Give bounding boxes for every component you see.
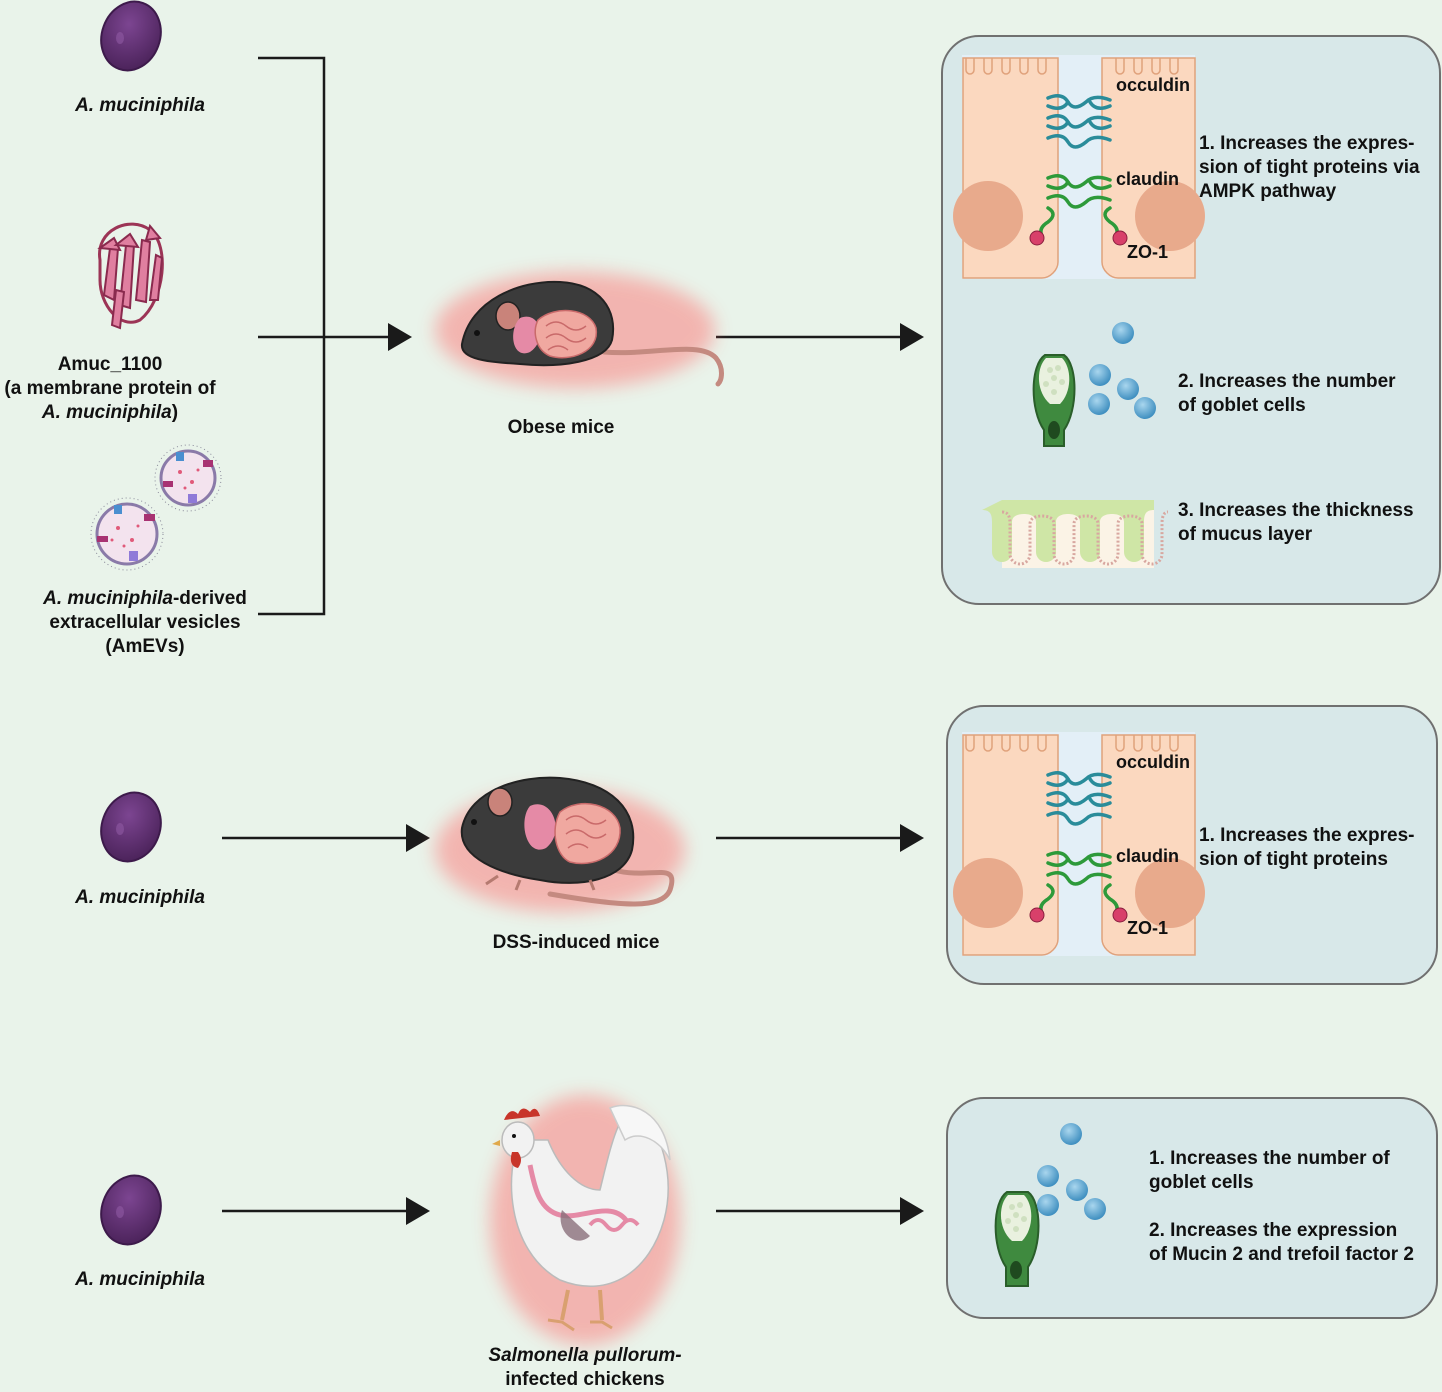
akk-label-2: A. muciniphila (75, 887, 205, 908)
mucin-ball-icon (1037, 1123, 1106, 1220)
arrow-icon (716, 824, 924, 852)
amevs-label-line1-tail: -derived (172, 588, 247, 609)
tight-junction-icon (953, 732, 1205, 956)
vesicle-icon (90, 497, 164, 571)
obese-mice-label: Obese mice (507, 417, 615, 438)
panel1-effect-3-line1: 3. Increases the thickness (1178, 500, 1414, 521)
amevs-label-line3: (AmEVs) (105, 636, 185, 657)
akk-label-1: A. muciniphila (75, 95, 205, 116)
zo1-label: ZO-1 (1127, 918, 1169, 938)
panel3-effect-2-line1: 2. Increases the expression (1149, 1220, 1398, 1241)
occludin-label: occuldin (1116, 75, 1191, 95)
mouse-icon (435, 776, 685, 912)
claudin-label: claudin (1116, 169, 1180, 189)
arrow-icon (388, 323, 412, 351)
vesicle-icon (154, 444, 222, 512)
mouse-icon (435, 272, 724, 388)
panel1-effect-1-line2: sion of tight proteins via (1199, 157, 1420, 178)
panel2-effect-1: 1. Increases the expres- sion of tight p… (1199, 824, 1435, 872)
bracket-connector (258, 56, 390, 616)
akk-label-3: A. muciniphila (75, 1269, 205, 1290)
tight-junction-icon (953, 55, 1205, 279)
bacterium-icon (100, 0, 162, 72)
zo1-label: ZO-1 (1127, 242, 1169, 262)
chicken-icon (490, 1095, 680, 1345)
amuc-label-line1: Amuc_1100 (57, 354, 163, 375)
panel3-effect-1-line1: 1. Increases the number of (1149, 1148, 1390, 1169)
amuc-label-line3-tail: ) (171, 402, 179, 423)
panel1-effect-2-line1: 2. Increases the number (1178, 371, 1396, 392)
mucin-ball-icon (1088, 322, 1156, 419)
panel1-effect-1: 1. Increases the expres- sion of tight p… (1199, 132, 1439, 204)
occludin-label: occuldin (1116, 752, 1191, 772)
panel1-effect-2-line2: of goblet cells (1178, 395, 1306, 416)
panel2-effect-1-line2: sion of tight proteins (1199, 849, 1388, 870)
arrow-icon (222, 824, 430, 852)
protein-icon (97, 222, 164, 330)
chicken-label-line2: infected chickens (505, 1369, 665, 1390)
arrow-icon (222, 1197, 430, 1225)
amevs-label-line2: extracellular vesicles (49, 612, 241, 633)
panel3-effect-1: 1. Increases the number of goblet cells (1149, 1147, 1434, 1195)
amevs-label: A. muciniphila-derived extracellular ves… (20, 587, 270, 659)
amevs-label-line1-italic: A. muciniphila (43, 588, 173, 609)
arrow-icon (716, 323, 924, 351)
claudin-label: claudin (1116, 846, 1180, 866)
panel1-effect-1-line1: 1. Increases the expres- (1199, 133, 1415, 154)
bacterium-icon (100, 1174, 162, 1246)
chicken-label: Salmonella pullorum- infected chickens (450, 1344, 720, 1392)
panel1-effect-2: 2. Increases the number of goblet cells (1178, 370, 1428, 418)
panel1-effect-1-line3: AMPK pathway (1199, 181, 1337, 202)
dss-mice-label: DSS-induced mice (492, 932, 660, 953)
goblet-cell-icon (994, 1191, 1040, 1287)
chicken-label-line1: Salmonella pullorum- (488, 1345, 682, 1366)
panel1-effect-3: 3. Increases the thickness of mucus laye… (1178, 499, 1438, 547)
panel3-effect-1-line2: goblet cells (1149, 1172, 1254, 1193)
arrow-icon (716, 1197, 924, 1225)
mucus-layer-icon (982, 500, 1169, 568)
goblet-cell-icon (1032, 354, 1076, 447)
amuc-label-line3-italic: A. muciniphila (41, 402, 172, 423)
amuc-label: Amuc_1100 (a membrane protein of A. muci… (0, 353, 220, 425)
panel3-effect-2: 2. Increases the expression of Mucin 2 a… (1149, 1219, 1434, 1267)
amuc-label-line2: (a membrane protein of (4, 378, 216, 399)
panel3-effect-2-line2: of Mucin 2 and trefoil factor 2 (1149, 1244, 1414, 1265)
panel1-effect-3-line2: of mucus layer (1178, 524, 1313, 545)
panel2-effect-1-line1: 1. Increases the expres- (1199, 825, 1415, 846)
bacterium-icon (100, 791, 162, 863)
